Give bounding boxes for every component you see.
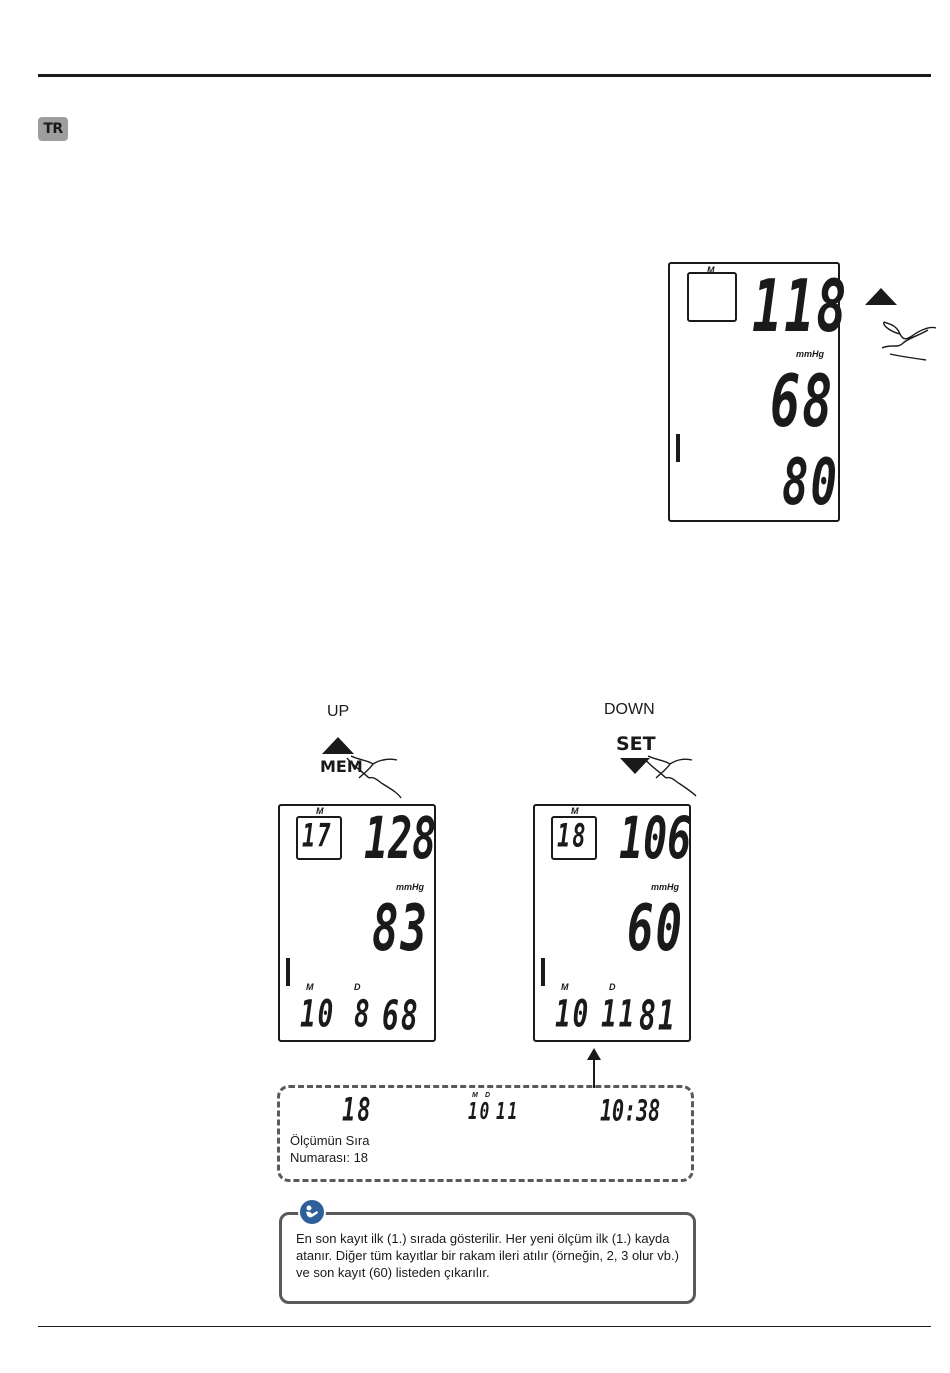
memory-box xyxy=(687,272,737,322)
month-value: 10 xyxy=(555,993,591,1037)
down-lcd-display: M 18 106 mmHg 60 M D 10 11 81 xyxy=(533,804,691,1042)
day-label: D xyxy=(354,982,361,992)
sequence-number-value: 18 xyxy=(342,1093,373,1130)
month-value: 10 xyxy=(300,993,336,1037)
memory-label: M xyxy=(707,265,715,275)
memory-number: 18 xyxy=(557,819,588,856)
pulse-value: 68 xyxy=(382,991,420,1040)
unit-label: mmHg xyxy=(796,349,825,359)
pressing-hand-icon xyxy=(881,321,937,361)
pulse-bar-indicator xyxy=(541,958,545,986)
diastolic-value: 83 xyxy=(372,892,429,967)
sequence-detail-box xyxy=(277,1085,694,1182)
down-caption: DOWN xyxy=(604,701,655,718)
language-badge: TR xyxy=(38,117,68,141)
pressing-hand-icon xyxy=(346,755,402,799)
info-icon xyxy=(298,1198,326,1226)
pulse-value: 80 xyxy=(782,446,839,521)
month-value: 10 xyxy=(468,1097,492,1125)
memory-box xyxy=(296,816,342,860)
memory-label: M xyxy=(316,806,324,816)
day-label: D xyxy=(485,1092,491,1099)
up-arrow-icon[interactable] xyxy=(865,288,897,305)
day-value: 11 xyxy=(496,1097,520,1125)
unit-label: mmHg xyxy=(396,882,425,892)
month-label: M xyxy=(561,982,569,992)
pulse-bar-indicator xyxy=(286,958,290,986)
unit-label: mmHg xyxy=(651,882,680,892)
pointer-arrow-icon xyxy=(587,1048,601,1088)
time-value: 10:38 xyxy=(600,1093,661,1128)
diastolic-value: 60 xyxy=(627,892,684,967)
mem-button-label[interactable]: MEM xyxy=(320,757,363,776)
day-value: 11 xyxy=(601,993,637,1037)
top-lcd-display: M 118 mmHg 68 80 xyxy=(668,262,846,522)
systolic-value: 106 xyxy=(619,805,692,873)
note-box xyxy=(279,1212,696,1304)
month-label: M xyxy=(306,982,314,992)
note-text: En son kayıt ilk (1.) sırada gösterilir.… xyxy=(296,1231,679,1280)
set-button-label[interactable]: SET xyxy=(616,733,656,755)
up-lcd-display: M 17 128 mmHg 83 M D 10 8 68 xyxy=(278,804,436,1042)
sequence-label-line1: Ölçümün Sıra xyxy=(290,1133,370,1148)
diastolic-value: 68 xyxy=(770,359,835,444)
month-label: M xyxy=(472,1092,478,1099)
pressing-hand-icon xyxy=(643,755,697,797)
down-arrow-icon[interactable] xyxy=(620,758,650,774)
pulse-value: 81 xyxy=(639,991,677,1040)
day-value: 8 xyxy=(354,993,372,1037)
systolic-value: 118 xyxy=(752,264,849,349)
systolic-value: 128 xyxy=(364,805,437,873)
up-arrow-icon[interactable] xyxy=(322,737,354,754)
memory-box xyxy=(551,816,597,860)
top-rule xyxy=(38,74,931,77)
memory-label: M xyxy=(571,806,579,816)
sequence-label-line2: Numarası: 18 xyxy=(290,1150,369,1165)
bottom-rule xyxy=(38,1326,931,1327)
up-caption: UP xyxy=(327,703,350,720)
pulse-bar-indicator xyxy=(676,434,680,462)
day-label: D xyxy=(609,982,616,992)
memory-number: 17 xyxy=(302,819,333,856)
